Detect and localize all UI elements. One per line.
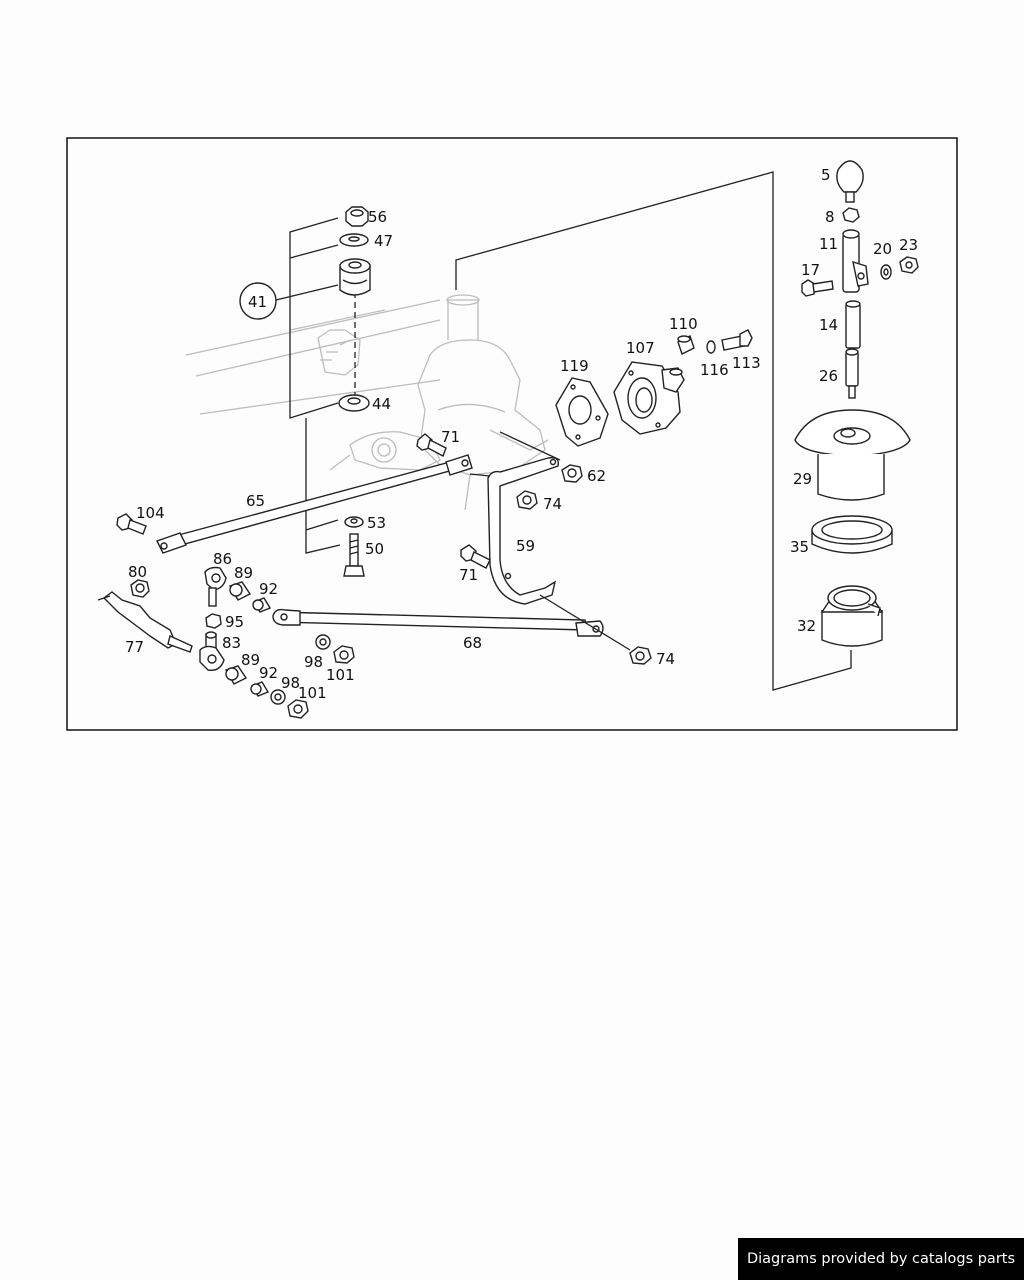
boot-29 bbox=[794, 409, 911, 501]
label-50: 50 bbox=[365, 540, 384, 558]
label-92-upper: 92 bbox=[259, 580, 278, 598]
label-14: 14 bbox=[819, 316, 838, 334]
nut-74-upper bbox=[516, 490, 538, 510]
label-5: 5 bbox=[821, 166, 831, 184]
label-119: 119 bbox=[560, 357, 589, 375]
tube-14 bbox=[845, 300, 861, 349]
label-80: 80 bbox=[128, 563, 147, 581]
washer-98-lower bbox=[270, 689, 286, 705]
ball-joint-86 bbox=[204, 566, 227, 607]
bushing-89-lower bbox=[224, 665, 248, 685]
label-74-upper: 74 bbox=[543, 495, 562, 513]
bolt-113 bbox=[721, 329, 753, 351]
label-56: 56 bbox=[368, 208, 387, 226]
label-77: 77 bbox=[125, 638, 144, 656]
bolt-50 bbox=[343, 533, 365, 577]
label-53: 53 bbox=[367, 514, 386, 532]
part-labels: 5 8 11 17 20 23 14 26 29 35 32 56 47 41 … bbox=[125, 166, 918, 702]
label-47: 47 bbox=[374, 232, 393, 250]
shift-rod-65 bbox=[156, 454, 473, 554]
washer-44 bbox=[338, 394, 370, 412]
label-23: 23 bbox=[899, 236, 918, 254]
label-44: 44 bbox=[372, 395, 391, 413]
label-74-lower: 74 bbox=[656, 650, 675, 668]
label-71-lower: 71 bbox=[459, 566, 478, 584]
bolt-17 bbox=[801, 279, 834, 297]
sleeve-92-lower bbox=[250, 681, 270, 697]
shift-lever-59 bbox=[469, 431, 561, 605]
nut-95 bbox=[205, 613, 222, 629]
label-113: 113 bbox=[732, 354, 761, 372]
label-95: 95 bbox=[225, 613, 244, 631]
label-92-lower: 92 bbox=[259, 664, 278, 682]
nut-8 bbox=[842, 207, 860, 223]
sleeve-92-upper bbox=[252, 597, 272, 613]
label-89-lower: 89 bbox=[241, 651, 260, 669]
ring-35 bbox=[811, 515, 893, 554]
bracket-lines bbox=[275, 171, 852, 691]
label-17: 17 bbox=[801, 261, 820, 279]
label-59: 59 bbox=[516, 537, 535, 555]
bushing-89-upper bbox=[228, 581, 252, 601]
washer-20 bbox=[880, 264, 892, 280]
housing-32 bbox=[820, 585, 884, 647]
callout-circle-41 bbox=[239, 282, 277, 320]
label-116: 116 bbox=[700, 361, 729, 379]
nut-74-lower bbox=[629, 646, 652, 665]
shift-rod-68 bbox=[272, 594, 631, 651]
label-35: 35 bbox=[790, 538, 809, 556]
label-71-upper: 71 bbox=[441, 428, 460, 446]
mount-nut-56 bbox=[345, 206, 369, 227]
label-41: 41 bbox=[248, 293, 267, 311]
cap-110 bbox=[677, 335, 695, 355]
label-110: 110 bbox=[669, 315, 698, 333]
label-26: 26 bbox=[819, 367, 838, 385]
rubber-mount-41 bbox=[339, 258, 371, 296]
label-98-upper: 98 bbox=[304, 653, 323, 671]
shift-knob-5 bbox=[836, 160, 864, 203]
label-68: 68 bbox=[463, 634, 482, 652]
nut-101-upper bbox=[333, 645, 355, 664]
label-107: 107 bbox=[626, 339, 655, 357]
bolt-71-lower bbox=[460, 544, 491, 569]
gasket-119 bbox=[555, 377, 609, 447]
label-83: 83 bbox=[222, 634, 241, 652]
bracket-77 bbox=[97, 591, 193, 653]
nut-23 bbox=[899, 256, 919, 274]
label-20: 20 bbox=[873, 240, 892, 258]
ball-joint-83 bbox=[199, 631, 225, 671]
label-62: 62 bbox=[587, 467, 606, 485]
label-89-upper: 89 bbox=[234, 564, 253, 582]
nut-101-lower bbox=[287, 699, 309, 719]
shift-lever-11 bbox=[842, 229, 869, 293]
label-101-lower: 101 bbox=[298, 684, 327, 702]
bolt-71-upper bbox=[416, 433, 447, 457]
label-104: 104 bbox=[136, 504, 165, 522]
washer-116 bbox=[706, 340, 716, 354]
nut-62 bbox=[561, 464, 583, 483]
washer-47 bbox=[339, 233, 369, 247]
nut-80 bbox=[130, 579, 150, 598]
label-101-upper: 101 bbox=[326, 666, 355, 684]
label-11: 11 bbox=[819, 235, 838, 253]
pin-26 bbox=[845, 348, 859, 399]
label-29: 29 bbox=[793, 470, 812, 488]
bolt-104 bbox=[116, 513, 147, 535]
label-32: 32 bbox=[797, 617, 816, 635]
washer-98-upper bbox=[315, 634, 331, 650]
shift-cover-107 bbox=[613, 361, 685, 435]
diagram-frame bbox=[66, 137, 958, 731]
attribution-footer: Diagrams provided by catalogs parts bbox=[738, 1238, 1024, 1280]
label-98-lower: 98 bbox=[281, 674, 300, 692]
label-86: 86 bbox=[213, 550, 232, 568]
label-65: 65 bbox=[246, 492, 265, 510]
washer-53 bbox=[344, 516, 364, 528]
label-8: 8 bbox=[825, 208, 835, 226]
